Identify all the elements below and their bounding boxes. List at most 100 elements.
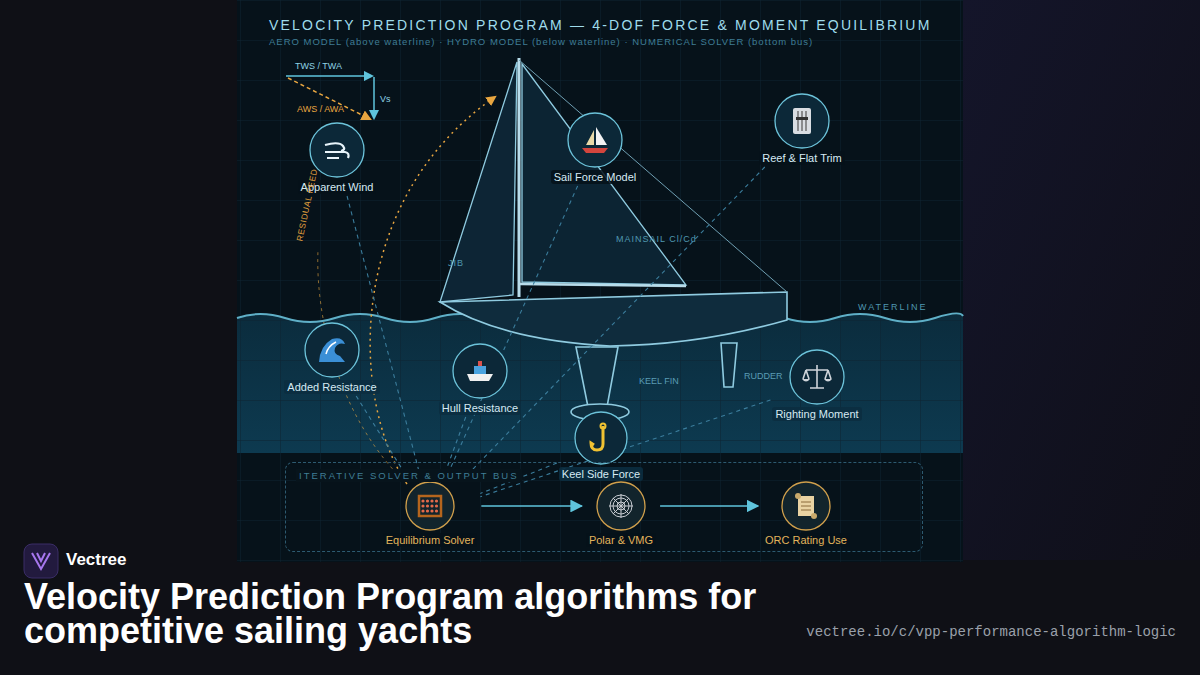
logo-badge (24, 544, 58, 578)
node-icon (582, 127, 608, 153)
icon-stroke (426, 504, 429, 507)
side-shade (963, 0, 1200, 560)
output-node: ORC Rating Use (762, 480, 850, 547)
icon-stroke (430, 499, 433, 502)
dashed-connector (465, 167, 765, 477)
node-label: Righting Moment (772, 407, 861, 421)
mast (518, 58, 521, 297)
solver-bus: Equilibrium SolverPolar & VMG ORC Rating … (285, 462, 923, 552)
part-label: RUDDER (744, 371, 783, 381)
vector-label: TWS / TWA (295, 61, 342, 71)
backstay (519, 60, 787, 292)
part-label: MAINSAIL Cl/Cd (616, 234, 697, 244)
icon-stroke (609, 494, 633, 518)
icon-stroke (478, 361, 482, 366)
vector-label: Vs (380, 94, 391, 104)
dashed-connector (347, 196, 420, 477)
node-label: Hull Resistance (439, 401, 521, 415)
node-circle (404, 480, 456, 532)
node-icon (795, 493, 817, 519)
icon-stroke (801, 502, 811, 503)
resistance-node: Added Resistance (284, 321, 379, 394)
icon-stroke (798, 496, 814, 516)
node-circle (788, 348, 846, 406)
node-label: Added Resistance (284, 380, 379, 394)
moment-node: Righting Moment (772, 348, 861, 421)
icon-stroke (801, 510, 811, 511)
icon-stroke (596, 127, 607, 145)
circle-outline (453, 344, 507, 398)
icon-stroke (467, 374, 493, 381)
apparent-wind-vector (288, 78, 370, 119)
node-icon (802, 365, 832, 388)
icon-stroke (801, 111, 802, 131)
node-circle (595, 480, 647, 532)
dashed-connector (444, 417, 466, 477)
icon-stroke (610, 495, 632, 517)
icon-stroke (435, 499, 438, 502)
icon-stroke (802, 379, 832, 382)
icon-stroke (801, 506, 811, 507)
circle-outline (775, 94, 829, 148)
dashed-connector (356, 396, 407, 477)
circle-outline (305, 323, 359, 377)
icon-stroke (430, 509, 433, 512)
icon-stroke (421, 504, 424, 507)
node-label: Keel Side Force (559, 467, 643, 481)
icon-stroke (586, 130, 594, 145)
solver-node: Equilibrium Solver (383, 480, 478, 547)
hull (440, 292, 787, 346)
feedback-curve (370, 97, 495, 484)
circle-outline (406, 482, 454, 530)
logo-mark (32, 553, 50, 569)
node-icon (591, 424, 606, 451)
diagram-title: VELOCITY PREDICTION PROGRAM — 4-DOF FORC… (269, 17, 932, 33)
icon-stroke (419, 496, 441, 516)
subtitle: AERO MODEL (above waterline) · HYDRO MOD… (269, 36, 813, 47)
control-node: Reef & Flat Trim (759, 92, 844, 165)
node-icon (467, 361, 493, 381)
icon-stroke (435, 509, 438, 512)
keel-fin (576, 347, 618, 407)
part-label: WATERLINE (858, 302, 928, 312)
wind-vectors (286, 76, 374, 119)
node-circle (573, 410, 629, 466)
circle-outline (597, 482, 645, 530)
boat-speed-vector (373, 77, 375, 118)
icon-stroke (795, 493, 801, 499)
node-circle (566, 111, 624, 169)
node-icon (419, 496, 441, 516)
grid (237, 0, 963, 562)
dashed-connector (446, 186, 577, 477)
icon-stroke (325, 143, 349, 158)
icon-stroke (319, 338, 345, 362)
force-node: Keel Side Force (559, 410, 643, 481)
node-circle (451, 342, 509, 400)
resistance-node: Hull Resistance (439, 342, 521, 415)
node-label: Reef & Flat Trim (759, 151, 844, 165)
node-icon (793, 108, 811, 134)
circle-outline (568, 113, 622, 167)
caption: Velocity Prediction Program algorithms f… (24, 580, 824, 648)
circle-outline (790, 350, 844, 404)
node-circle (780, 480, 832, 532)
node-label: Polar & VMG (586, 533, 656, 547)
brand-name: Vectree (66, 550, 127, 570)
bus-label: ITERATIVE SOLVER & OUTPUT BUS (296, 469, 522, 482)
flow-arrow (481, 505, 582, 507)
icon-stroke (426, 509, 429, 512)
icon-stroke (421, 499, 424, 502)
icon-stroke (430, 504, 433, 507)
icon-stroke (435, 504, 438, 507)
icon-stroke (421, 509, 424, 512)
true-wind-vector (286, 75, 372, 77)
icon-stroke (805, 111, 806, 131)
output-node: Polar & VMG (586, 480, 656, 547)
icon-stroke (591, 426, 603, 450)
icon-stroke (426, 499, 429, 502)
icon-stroke (796, 117, 808, 120)
